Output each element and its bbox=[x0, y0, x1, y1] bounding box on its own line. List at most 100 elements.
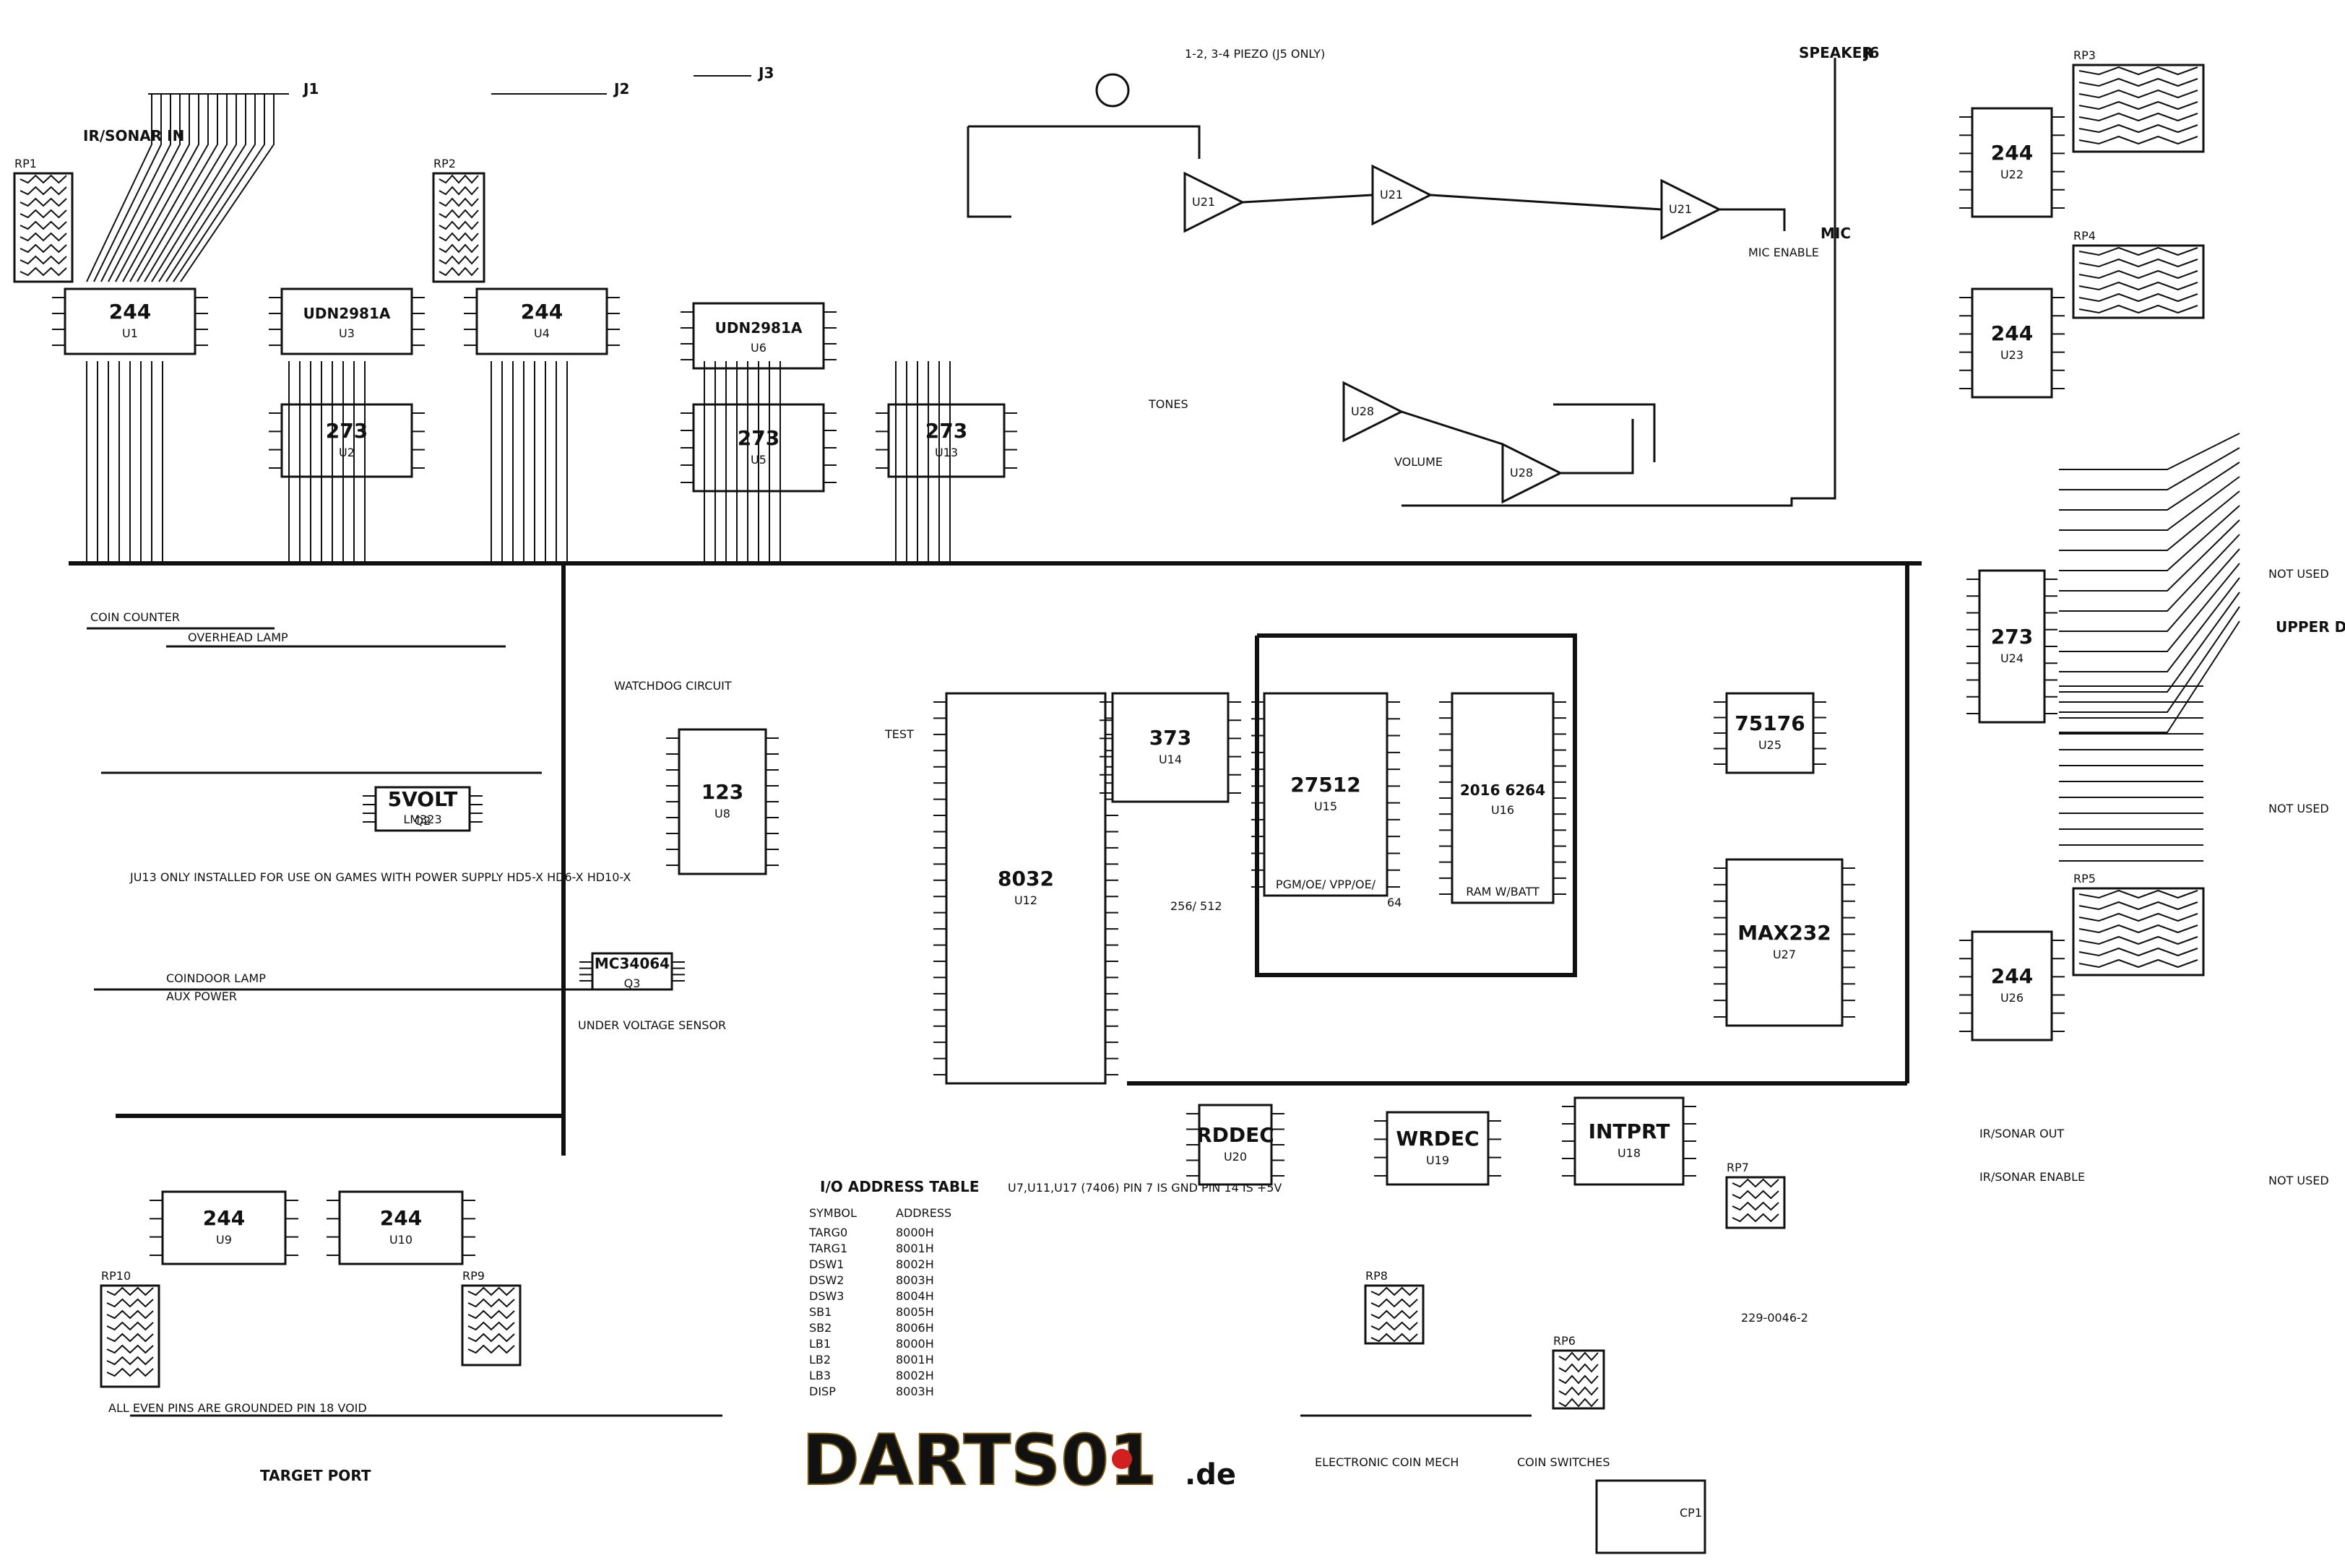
chip-part-label: 244 bbox=[521, 300, 563, 324]
io-table-col-address: ADDRESS bbox=[896, 1206, 951, 1220]
piezo-note: 1-2, 3-4 PIEZO (J5 ONLY) bbox=[1185, 47, 1325, 61]
bottom-section: ALL EVEN PINS ARE GROUNDED PIN 18 VOID T… bbox=[108, 896, 1706, 1554]
j3-label: J3 bbox=[757, 64, 774, 82]
resistor-pack: RP8 bbox=[1364, 1269, 1425, 1345]
chip-part-label: 123 bbox=[701, 780, 743, 804]
resistor-pack-label: RP4 bbox=[2073, 229, 2096, 243]
io-table-symbol: LB2 bbox=[809, 1353, 831, 1366]
resistor-pack: RP3 bbox=[2072, 48, 2205, 153]
chip-ref-label: U24 bbox=[2000, 651, 2024, 665]
svg-text:U28: U28 bbox=[1510, 466, 1533, 480]
coin-counter-label: COIN COUNTER bbox=[90, 610, 180, 624]
chip-ref-label: U23 bbox=[2000, 348, 2024, 362]
chip-ref-label: U22 bbox=[2000, 168, 2024, 181]
svg-text:U21: U21 bbox=[1669, 202, 1692, 216]
coindoor-lamp-label: COINDOOR LAMP bbox=[166, 971, 266, 985]
chip-part-label: UDN2981A bbox=[715, 319, 803, 337]
memory-block-outline bbox=[1255, 633, 1577, 977]
chip-part-label: 273 bbox=[1991, 625, 2033, 649]
chip-part-label: 244 bbox=[203, 1206, 245, 1230]
chip-part-label: 244 bbox=[1991, 964, 2033, 988]
chip-part-label: MC34064 bbox=[595, 955, 670, 972]
chip-part-label: 75176 bbox=[1735, 711, 1805, 735]
chip-part-label: 273 bbox=[925, 419, 967, 443]
resistor-pack-label: RP10 bbox=[101, 1269, 131, 1283]
io-table-address: 8000H bbox=[896, 1337, 934, 1351]
resistor-pack: RP4 bbox=[2072, 229, 2205, 319]
chip-ref-label: U8 bbox=[714, 807, 730, 820]
resistor-pack-label: RP3 bbox=[2073, 48, 2096, 62]
io-table-symbol: DSW1 bbox=[809, 1257, 844, 1271]
io-table-title: I/O ADDRESS TABLE bbox=[820, 1178, 980, 1195]
opamp-u21 bbox=[1183, 171, 1245, 233]
chip-part-label: INTPRT bbox=[1589, 1119, 1670, 1143]
io-table-symbol: LB1 bbox=[809, 1337, 831, 1351]
aux-power-label: AUX POWER bbox=[166, 989, 237, 1003]
test-label: TEST bbox=[884, 727, 914, 741]
resistor-pack: RP6 bbox=[1552, 1334, 1605, 1410]
chip-ref-label: U16 bbox=[1491, 803, 1514, 817]
j3-header: J3 bbox=[694, 64, 774, 82]
not-used-label-1: NOT USED bbox=[2268, 567, 2329, 581]
chip-part-label: WRDEC bbox=[1396, 1127, 1479, 1151]
overhead-lamp-label: OVERHEAD LAMP bbox=[188, 631, 288, 644]
chip-ref-label: U19 bbox=[1426, 1153, 1449, 1167]
svg-text:U28: U28 bbox=[1351, 404, 1374, 418]
mic-label: MIC bbox=[1821, 225, 1851, 242]
ju13-note: JU13 ONLY INSTALLED FOR USE ON GAMES WIT… bbox=[129, 870, 631, 884]
j1-header: J1 bbox=[86, 80, 319, 282]
io-table-address: 8003H bbox=[896, 1273, 934, 1287]
chip-ref-label: U14 bbox=[1159, 753, 1182, 766]
document-number: 229-0046-2 bbox=[1741, 1311, 1808, 1325]
j6-label: J6 bbox=[1862, 44, 1879, 61]
chip-ref-label: U25 bbox=[1758, 738, 1782, 752]
chip-part-label: MAX232 bbox=[1737, 921, 1831, 945]
chip-part-label: 244 bbox=[380, 1206, 422, 1230]
chip-ref-label: U18 bbox=[1618, 1146, 1641, 1160]
io-table-symbol: SB1 bbox=[809, 1305, 832, 1319]
j1-label: J1 bbox=[302, 80, 319, 98]
ir-sonar-in-label: IR/SONAR IN bbox=[83, 127, 184, 144]
svg-text:U21: U21 bbox=[1380, 188, 1403, 202]
io-table-address: 8003H bbox=[896, 1385, 934, 1398]
resistor-pack-label: RP2 bbox=[433, 157, 456, 170]
io-table-address: 8006H bbox=[896, 1321, 934, 1335]
svg-text:CP1: CP1 bbox=[1680, 1506, 1702, 1520]
mic-enable-label: MIC ENABLE bbox=[1748, 246, 1819, 259]
electronic-coin-label: ELECTRONIC COIN MECH bbox=[1315, 1455, 1459, 1469]
io-table-address: 8001H bbox=[896, 1353, 934, 1366]
svg-text:U21: U21 bbox=[1192, 195, 1215, 209]
ir-sonar-enable-label: IR/SONAR ENABLE bbox=[1979, 1170, 2085, 1184]
resistor-pack-label: RP8 bbox=[1365, 1269, 1388, 1283]
coin-switches-label: COIN SWITCHES bbox=[1517, 1455, 1610, 1469]
chip-ref-label: Q3 bbox=[624, 976, 641, 990]
resistor-pack: RP10 bbox=[100, 1269, 160, 1388]
chip-ref-label: U4 bbox=[534, 326, 550, 340]
chip-part-label: 5VOLT bbox=[388, 787, 458, 811]
opamp-u28b bbox=[1501, 442, 1563, 504]
chip-ref-label: U12 bbox=[1014, 893, 1037, 907]
watchdog-label: WATCHDOG CIRCUIT bbox=[614, 679, 732, 693]
resistor-pack: RP2 bbox=[432, 157, 485, 283]
chip-ref-label: U9 bbox=[216, 1233, 232, 1247]
resistor-pack: RP5 bbox=[2072, 872, 2205, 976]
io-table-symbol: TARG1 bbox=[808, 1242, 847, 1255]
chip-part-label: 27512 bbox=[1290, 773, 1360, 797]
j2-label: J2 bbox=[613, 80, 629, 98]
chip-ref-label: U26 bbox=[2000, 991, 2024, 1005]
